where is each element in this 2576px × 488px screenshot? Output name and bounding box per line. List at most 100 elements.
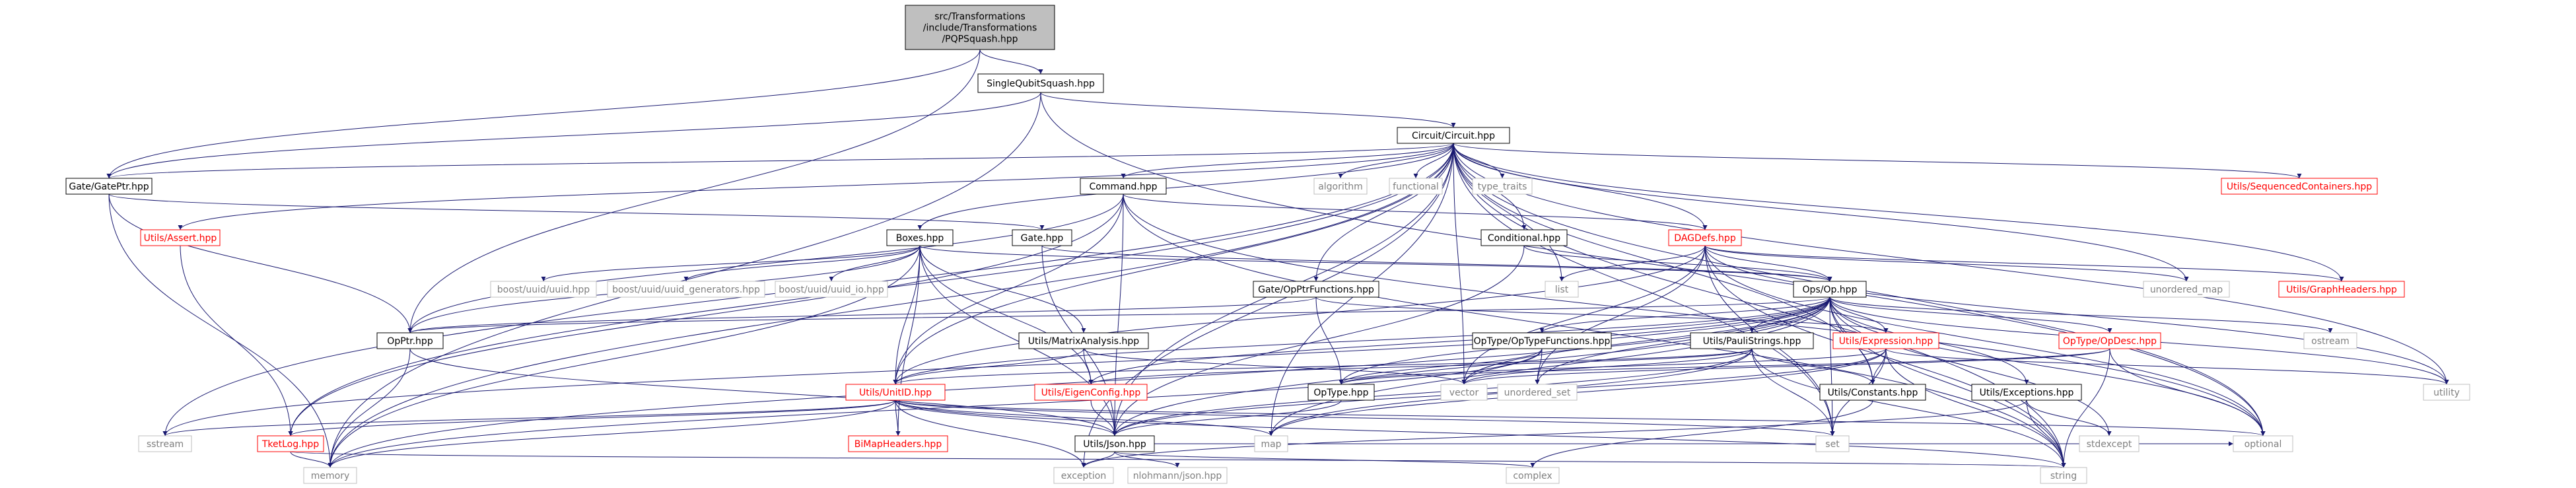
node-tketlog-label: TketLog.hpp [261, 439, 319, 450]
node-functional-box [1389, 178, 1443, 195]
node-circuit[interactable]: Circuit/Circuit.hpp [1397, 127, 1510, 144]
node-command[interactable]: Command.hpp [1080, 178, 1167, 195]
node-stdexcept: stdexcept [2079, 435, 2140, 452]
edge-circuit-to-functional [1413, 143, 1454, 179]
node-unordered_set: unordered_set [1497, 384, 1578, 401]
node-tketlog[interactable]: TketLog.hpp [257, 435, 324, 452]
edge-opop-to-opdesc [1829, 296, 2112, 333]
edge-exceptions-to-string [2026, 400, 2066, 468]
node-nlohmann-label: nlohmann/json.hpp [1133, 471, 1222, 481]
node-json-label: Utils/Json.hpp [1083, 439, 1146, 450]
node-optype[interactable]: OpType.hpp [1307, 384, 1375, 401]
node-gatehpp-label: Gate.hpp [1021, 233, 1064, 244]
node-optypefunc[interactable]: OpType/OpTypeFunctions.hpp [1472, 332, 1612, 349]
edge-unitid-to-memory [328, 400, 896, 468]
node-conditional-label: Conditional.hpp [1488, 233, 1560, 244]
edge-unitid-to-optional [895, 400, 2265, 436]
node-unitid[interactable]: Utils/UnitID.hpp [845, 384, 946, 401]
node-conditional[interactable]: Conditional.hpp [1480, 229, 1568, 246]
node-boxes-box [886, 229, 954, 246]
node-gateopptr[interactable]: Gate/OpPtrFunctions.hpp [1253, 281, 1379, 298]
node-opptr-label: OpPtr.hpp [387, 336, 433, 347]
node-sqs-label: SingleQubitSquash.hpp [987, 79, 1095, 89]
node-sstream-box [138, 435, 192, 452]
edge-sqs-to-gateptr [106, 92, 1041, 179]
edge-gateptr-to-memory [108, 193, 333, 468]
node-complex-label: complex [1513, 471, 1552, 481]
edge-dagdefs-to-opop [1704, 245, 1832, 282]
node-uuidio-label: boost/uuid/uuid_io.hpp [779, 285, 884, 295]
edge-constants-to-complex [1530, 400, 1873, 468]
node-exceptions[interactable]: Utils/Exceptions.hpp [1971, 384, 2082, 401]
node-sqs[interactable]: SingleQubitSquash.hpp [977, 73, 1104, 93]
node-uuidio: boost/uuid/uuid_io.hpp [775, 281, 888, 298]
node-string-label: string [2050, 471, 2077, 481]
edge-paulistrings-to-unitid [893, 348, 1753, 385]
edge-dagdefs-to-optional [1704, 245, 2266, 436]
node-graphheaders[interactable]: Utils/GraphHeaders.hpp [2278, 281, 2405, 298]
node-ostream: ostream [2303, 332, 2357, 349]
node-eigenconfig[interactable]: Utils/EigenConfig.hpp [1034, 384, 1148, 401]
node-complex-box [1506, 467, 1560, 484]
node-opdesc-box [2058, 332, 2161, 349]
edge-optype-to-json [1112, 400, 1342, 436]
node-graphheaders-box [2278, 281, 2405, 298]
node-exceptions-label: Utils/Exceptions.hpp [1980, 388, 2074, 398]
edge-optypefunc-to-optype [1339, 348, 1543, 385]
edge-circuit-to-unordered_map [1453, 143, 2189, 282]
edge-dagdefs-to-string [1704, 245, 2066, 468]
edge-opop-to-string [1829, 296, 2066, 468]
edge-command-to-unitid [893, 193, 1124, 385]
edge-command-to-tketlog [288, 193, 1124, 436]
edge-tketlog-to-string [290, 451, 2065, 468]
node-opptr[interactable]: OpPtr.hpp [376, 332, 444, 349]
node-opop-label: Ops/Op.hpp [1803, 285, 1858, 295]
node-set: set [1815, 435, 1850, 452]
node-paulistrings[interactable]: Utils/PauliStrings.hpp [1690, 332, 1814, 349]
edge-circuit-to-boxes [917, 143, 1454, 230]
node-dagdefs[interactable]: DAGDefs.hpp [1668, 229, 1742, 246]
node-unordered_map-box [2143, 281, 2230, 298]
node-optypefunc-box [1472, 332, 1612, 349]
node-matrixanalysis[interactable]: Utils/MatrixAnalysis.hpp [1018, 332, 1149, 349]
node-assert-box [140, 229, 221, 246]
node-uuidgen-label: boost/uuid/uuid_generators.hpp [612, 285, 760, 295]
node-json[interactable]: Utils/Json.hpp [1074, 435, 1155, 452]
edge-circuit-to-memory [328, 143, 1454, 468]
node-graphheaders-label: Utils/GraphHeaders.hpp [2286, 285, 2397, 295]
node-paulistrings-label: Utils/PauliStrings.hpp [1703, 336, 1801, 347]
node-boxes[interactable]: Boxes.hpp [886, 229, 954, 246]
node-sstream-label: sstream [147, 439, 184, 450]
edge-boxes-to-uuid [541, 245, 921, 282]
edge-json-to-exception [1081, 451, 1115, 468]
edge-boxes-to-uuidgen [683, 245, 921, 282]
node-gateptr[interactable]: Gate/GatePtr.hpp [65, 178, 153, 195]
node-root-label: src/Transformations/include/Transformati… [923, 12, 1037, 45]
edge-circuit-to-exception [1081, 143, 1454, 468]
node-functional-label: functional [1393, 182, 1439, 192]
node-opdesc[interactable]: OpType/OpDesc.hpp [2058, 332, 2161, 349]
edge-json-to-complex [1114, 451, 1535, 468]
node-gatehpp[interactable]: Gate.hpp [1012, 229, 1072, 246]
node-assert-label: Utils/Assert.hpp [144, 233, 217, 244]
edge-opop-to-unitid [893, 296, 1830, 385]
node-boxes-label: Boxes.hpp [896, 233, 944, 244]
node-constants[interactable]: Utils/Constants.hpp [1819, 384, 1926, 401]
node-root: src/Transformations/include/Transformati… [905, 5, 1055, 50]
node-complex: complex [1506, 467, 1560, 484]
edge-dagdefs-to-list [1559, 245, 1706, 282]
node-opop[interactable]: Ops/Op.hpp [1793, 281, 1867, 298]
node-assert[interactable]: Utils/Assert.hpp [140, 229, 221, 246]
node-bimap[interactable]: BiMapHeaders.hpp [848, 435, 948, 452]
edge-matrixanalysis-to-eigenconfig [1083, 348, 1094, 385]
node-algorithm: algorithm [1313, 178, 1368, 195]
node-layer: src/Transformations/include/Transformati… [65, 5, 2470, 484]
node-seqcont[interactable]: Utils/SequencedContainers.hpp [2221, 178, 2378, 195]
node-circuit-label: Circuit/Circuit.hpp [1412, 131, 1495, 141]
node-expression[interactable]: Utils/Expression.hpp [1832, 332, 1939, 349]
edge-opdesc-to-optional [2109, 348, 2266, 436]
node-utility-box [2423, 384, 2470, 401]
edge-unitid-to-exception [895, 400, 1086, 468]
node-bimap-box [848, 435, 948, 452]
